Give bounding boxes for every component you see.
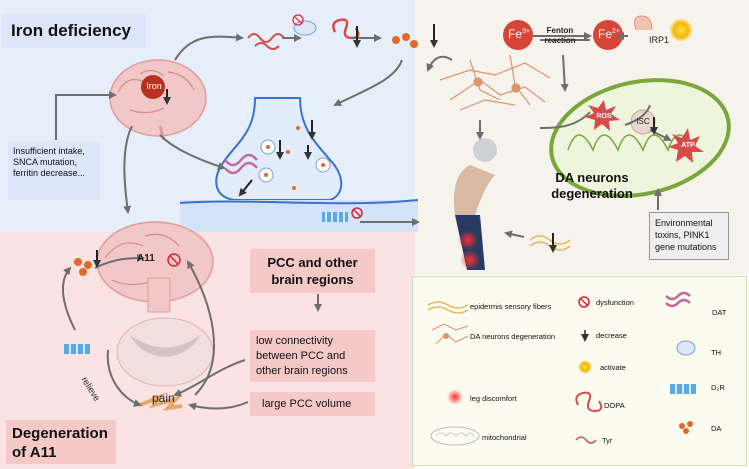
legend-epidermis: epidermis sensory fibers (470, 302, 552, 311)
irp1-protein (634, 15, 653, 31)
brain-illustration (109, 59, 207, 141)
fe3-label: Fe3+ (508, 27, 530, 41)
fe3-circle (503, 20, 533, 50)
legend-decrease: decrease (596, 331, 627, 340)
fe2-circle (593, 20, 623, 50)
th-enzyme-top (292, 14, 317, 36)
pain-zigzag (139, 392, 183, 411)
activate-sun-icon (669, 18, 693, 42)
legend-dysfunction: dysfunction (596, 298, 634, 307)
da-causes: Environmental toxins, PINK1 gene mutatio… (649, 212, 729, 260)
legend-mito: mitochondrial (482, 433, 527, 442)
ros-label: ROS (596, 113, 612, 120)
legend-da-degen: DA neurons degeneration (470, 332, 556, 341)
spinal-cord-illustration (116, 317, 214, 387)
elderly-person-illustration (454, 138, 497, 270)
low-connectivity-box: low connectivity between PCC and other b… (250, 330, 375, 382)
legend-activate: activate (600, 363, 626, 372)
dopa-molecule-top (332, 18, 360, 40)
d2r-receptor-pink (64, 344, 90, 354)
a11-label: A11 (137, 253, 155, 264)
fenton-label: Fenton reaction (544, 26, 576, 45)
synapse-terminal (179, 97, 419, 232)
a11-degeneration-title: Degeneration of A11 (6, 420, 116, 464)
tyr-molecule-top (247, 33, 285, 50)
atp-star (668, 128, 704, 163)
brain-a11-illustration (96, 221, 214, 313)
irp1-label: IRP1 (649, 35, 670, 45)
legend-leg: leg discomfort (470, 394, 517, 403)
iron-dots-pink (74, 258, 92, 276)
epidermis-fibers-icon (529, 235, 571, 251)
isc-label: ISC (636, 117, 650, 126)
legend-dopa: DOPA (604, 401, 625, 410)
decrease-arrows (93, 24, 658, 268)
iron-deficiency-causes: Insufficient intake, SNCA mutation, ferr… (8, 142, 100, 200)
pcc-title: PCC and other brain regions (250, 249, 375, 293)
large-volume-box: large PCC volume (250, 392, 375, 416)
legend-d2r: D₂R (711, 383, 725, 392)
legend-icons (427, 291, 696, 446)
fe2-label: Fe2+ (598, 27, 620, 41)
da-neuron-network (439, 54, 551, 111)
ros-star (585, 100, 620, 131)
iron-dots-top (392, 33, 418, 48)
iron-deficiency-title: Iron deficiency (2, 14, 146, 48)
pain-label: pain (152, 391, 175, 405)
legend-th: TH (711, 348, 721, 357)
legend-tyr: Tyr (602, 436, 613, 445)
iron-label: Iron (146, 81, 162, 91)
legend-dat: DAT (712, 308, 727, 317)
da-degeneration-title: DA neurons degeneration (551, 170, 633, 201)
atp-label: ATP (681, 142, 695, 149)
legend-da: DA (711, 424, 722, 433)
